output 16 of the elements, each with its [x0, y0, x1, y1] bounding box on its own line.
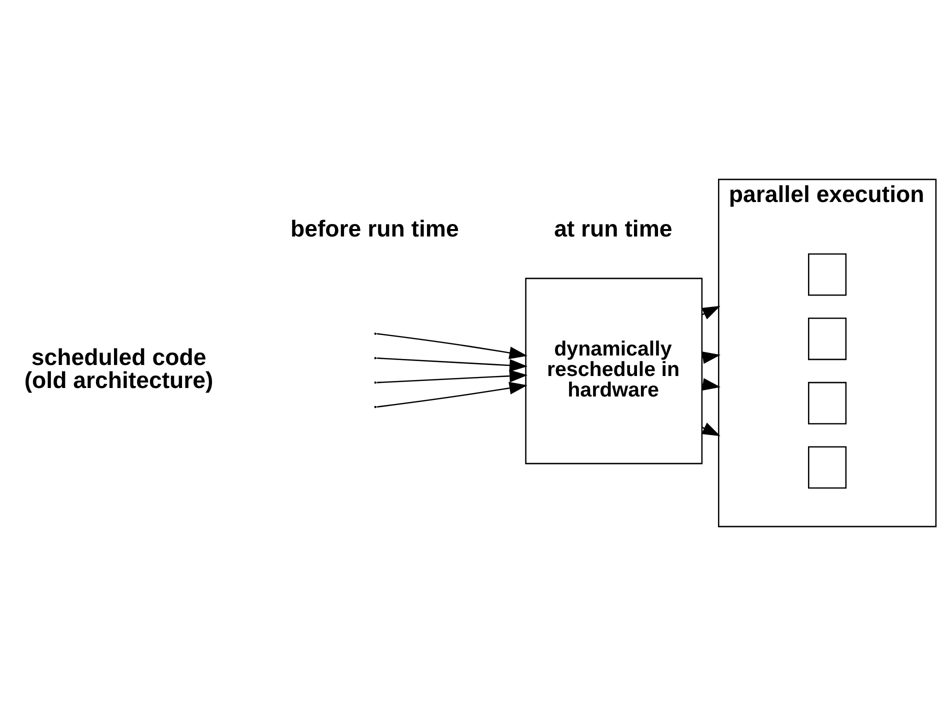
arrow [376, 382, 528, 408]
node-box [808, 446, 847, 489]
node-box [808, 382, 847, 424]
label: scheduled code (old architecture) [24, 344, 214, 394]
arrow [701, 306, 720, 320]
arrow [376, 333, 528, 360]
arrow [702, 378, 721, 391]
cluster: parallel execution [718, 178, 937, 528]
label: before run time [290, 216, 459, 242]
arrow [376, 358, 528, 372]
arrow [701, 422, 720, 436]
arrow [702, 351, 721, 364]
node-box [808, 318, 847, 360]
node-box [808, 253, 847, 296]
label: at run time [554, 216, 672, 242]
arrow [376, 370, 528, 384]
